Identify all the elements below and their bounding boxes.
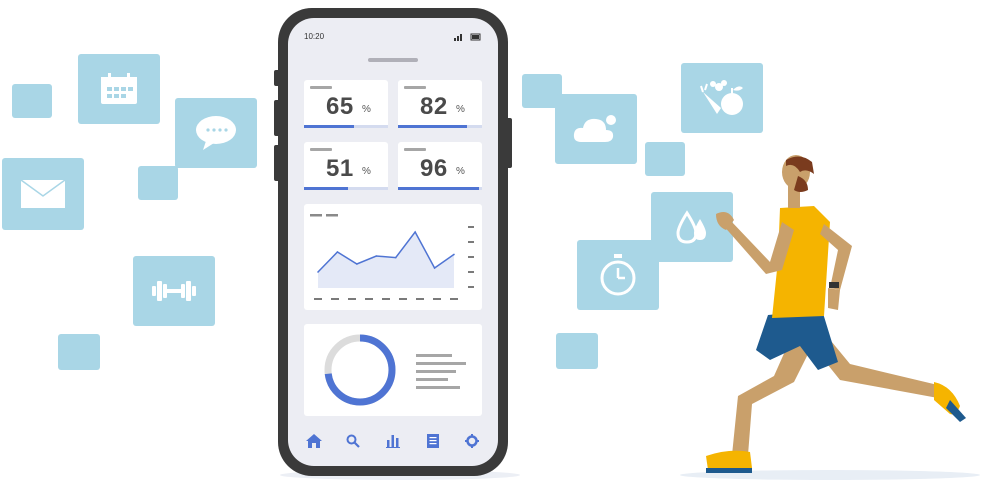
- nav-search[interactable]: [343, 431, 363, 451]
- stat-unit: %: [456, 166, 465, 177]
- y-tick: [468, 226, 474, 228]
- ring-panel[interactable]: [304, 324, 482, 416]
- x-tick: [348, 298, 356, 300]
- x-tick: [399, 298, 407, 300]
- card-label-placeholder: [310, 86, 332, 89]
- mail-icon: [20, 179, 66, 208]
- chart-point: [317, 271, 319, 273]
- water-drop-icon: [676, 210, 706, 244]
- x-tick: [450, 298, 458, 300]
- chart-area-fill: [318, 232, 454, 288]
- chart-point: [433, 267, 436, 269]
- runner-illustration: [706, 155, 966, 473]
- phone-side-button: [274, 70, 280, 86]
- nav-settings[interactable]: [462, 431, 482, 451]
- fruit-veg-icon: [700, 80, 743, 115]
- progress-ring: [324, 334, 466, 406]
- blank-tile-6: [556, 333, 598, 369]
- progress-bar: [304, 125, 355, 128]
- chart-point: [356, 263, 358, 265]
- legend-placeholder-lines: [416, 354, 466, 389]
- blank-tile-5: [645, 142, 685, 176]
- x-tick: [382, 298, 390, 300]
- stat-value: 82: [420, 93, 448, 120]
- x-tick: [416, 298, 424, 300]
- mail-tile[interactable]: [2, 158, 84, 230]
- chart-legend-dash: [310, 214, 322, 217]
- nutrition-tile[interactable]: [681, 63, 763, 133]
- gear-icon: [465, 434, 480, 448]
- blank-tile-1: [12, 84, 52, 118]
- bottom-nav: [288, 426, 498, 456]
- area-chart: [310, 214, 474, 300]
- y-tick: [468, 256, 474, 258]
- hydration-tile[interactable]: [651, 192, 733, 262]
- signal-battery-icon: [454, 33, 481, 41]
- chart-point: [414, 231, 416, 233]
- status-time: 10:20: [304, 32, 325, 41]
- weather-tile[interactable]: [555, 94, 637, 164]
- chat-tile[interactable]: [175, 98, 257, 168]
- stat-card-1[interactable]: 65 %: [304, 80, 388, 128]
- nav-stats[interactable]: [383, 431, 403, 451]
- phone-volume-down: [274, 145, 280, 181]
- card-label-placeholder: [404, 86, 426, 89]
- dumbbell-icon: [152, 281, 196, 301]
- blank-tile-3: [58, 334, 100, 370]
- nav-home[interactable]: [304, 431, 324, 451]
- y-tick: [468, 241, 474, 243]
- chart-point: [336, 251, 339, 253]
- phone-power-button: [506, 118, 512, 168]
- x-tick: [433, 298, 441, 300]
- x-tick: [365, 298, 373, 300]
- stat-value: 96: [420, 155, 448, 182]
- progress-bar: [304, 187, 348, 190]
- phone-frame: 10:20 65 % 82 % 51 % 96: [278, 8, 508, 476]
- drag-handle[interactable]: [368, 58, 418, 62]
- stat-unit: %: [362, 166, 371, 177]
- stat-card-2[interactable]: 82 %: [398, 80, 482, 128]
- card-label-placeholder: [310, 148, 332, 151]
- progress-bar: [398, 125, 467, 128]
- chart-icon: [385, 435, 400, 448]
- chart-point: [394, 256, 397, 259]
- timer-tile[interactable]: [577, 240, 659, 310]
- y-tick: [468, 271, 474, 273]
- progress-bar: [398, 187, 479, 190]
- stopwatch-icon: [600, 254, 636, 296]
- runner-shadow: [680, 470, 980, 480]
- x-tick: [314, 298, 322, 300]
- stat-card-3[interactable]: 51 %: [304, 142, 388, 190]
- chart-point: [375, 255, 378, 257]
- cloud-icon: [573, 115, 616, 142]
- document-icon: [426, 434, 439, 448]
- chart-legend-dash: [326, 214, 338, 217]
- stat-unit: %: [362, 104, 371, 115]
- ring-progress-arc: [324, 334, 396, 406]
- home-icon: [305, 434, 322, 448]
- area-chart-panel[interactable]: [304, 204, 482, 310]
- search-icon: [346, 434, 361, 448]
- calendar-tile[interactable]: [78, 54, 160, 124]
- x-tick: [331, 298, 339, 300]
- stat-card-4[interactable]: 96 %: [398, 142, 482, 190]
- dumbbell-tile[interactable]: [133, 256, 215, 326]
- phone-volume-up: [274, 100, 280, 136]
- chat-icon: [196, 116, 236, 150]
- phone-screen: 10:20 65 % 82 % 51 % 96: [288, 18, 498, 466]
- nav-documents[interactable]: [423, 431, 443, 451]
- chart-series-line: [317, 230, 455, 273]
- stat-value: 65: [326, 93, 354, 120]
- stat-value: 51: [326, 155, 354, 182]
- chart-point: [453, 253, 455, 256]
- card-label-placeholder: [404, 148, 426, 151]
- stat-unit: %: [456, 104, 465, 115]
- calendar-icon: [101, 73, 137, 104]
- blank-tile-2: [138, 166, 178, 200]
- y-tick: [468, 286, 474, 288]
